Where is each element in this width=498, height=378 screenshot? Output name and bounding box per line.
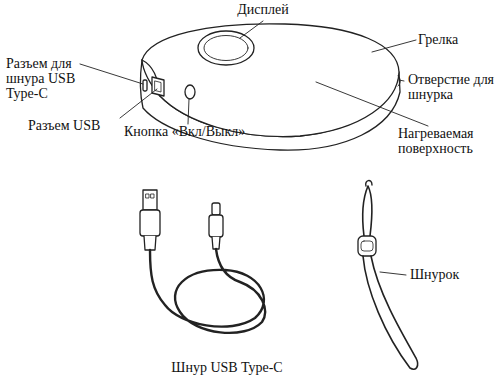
usb-c-port [143,80,147,91]
cable-label: Шнур USB Type-C [142,360,312,375]
hole-label: Отверстие для шнурка [408,72,496,102]
lanyard-label: Шнурок [410,267,490,282]
button-label: Кнопка «Вкл/Выкл» [124,124,264,139]
display [198,31,254,65]
usb-port [152,77,164,96]
display-label: Дисплей [228,2,298,17]
heater-label: Грелка [418,32,488,47]
port-label: Разъем USB [28,118,128,133]
lanyard [363,186,372,236]
port-label: Разъем для шнура USB Type-C [6,56,90,101]
usb-c-plug [212,203,220,215]
usb-cable [150,249,265,333]
surface-label: Нагреваемая поверхность [398,126,494,156]
heater-top [142,24,399,137]
power-button [185,85,195,99]
usb-a-plug [143,190,157,210]
